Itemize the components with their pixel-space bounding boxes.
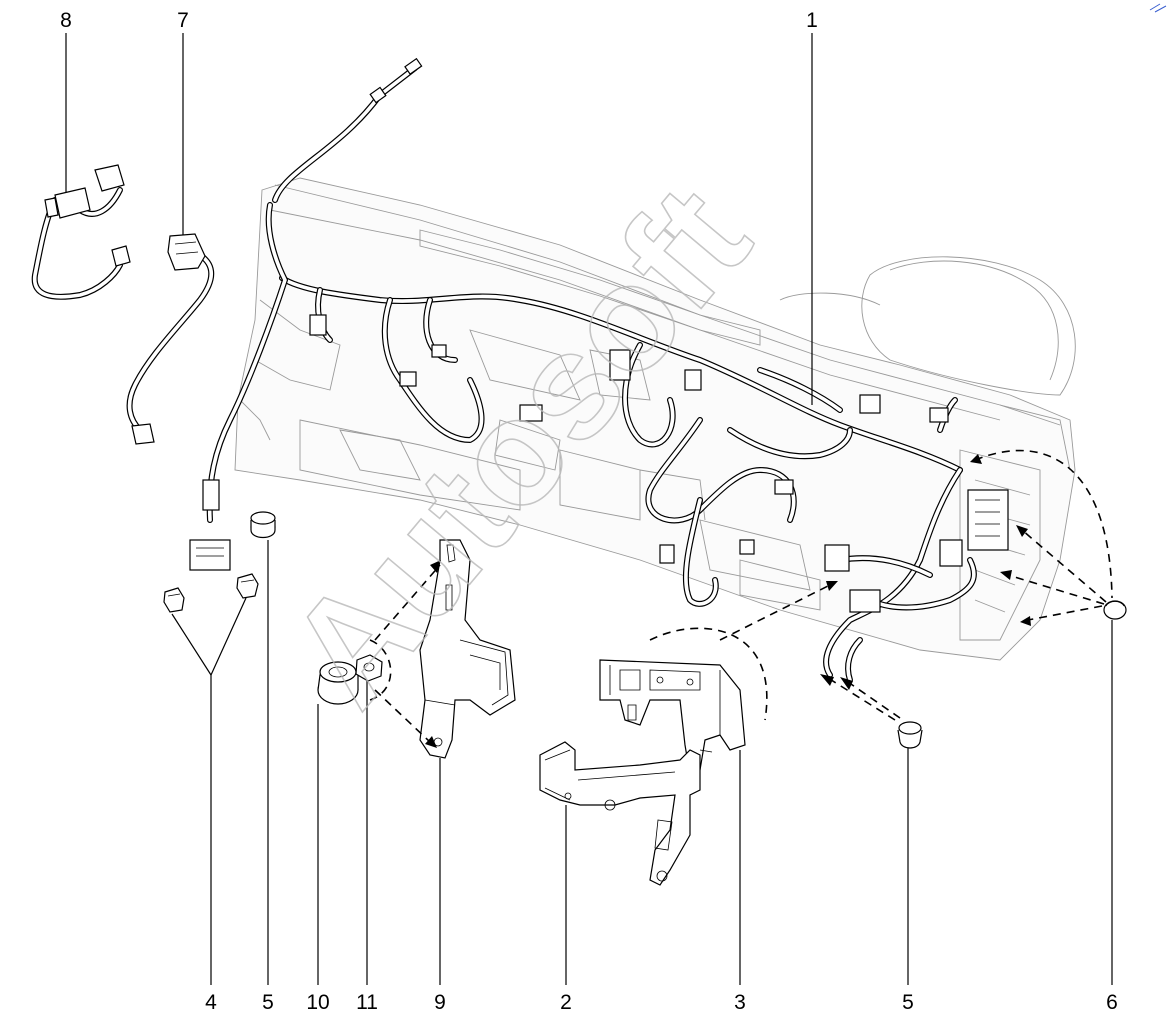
callout-9: 9: [434, 991, 446, 1014]
part-11-nut: [355, 654, 383, 682]
callout-5-right: 5: [902, 991, 914, 1014]
callout-2: 2: [560, 991, 572, 1014]
part-2-bracket: [539, 741, 701, 886]
part-5-left-bumper: [250, 511, 276, 539]
assembly-arrows: [369, 449, 1113, 748]
callout-10: 10: [306, 991, 329, 1014]
part-10-bushing: [317, 661, 359, 705]
callout-1: 1: [806, 9, 818, 32]
callout-11: 11: [356, 991, 378, 1014]
callout-5-left: 5: [262, 991, 274, 1014]
part-7-sub-harness: [126, 233, 215, 445]
part-8-sub-harness: [31, 164, 131, 300]
callout-labels: 1 2 3 4 5 5 6 7 8 9 10 11: [60, 9, 1118, 1014]
callout-7: 7: [177, 9, 189, 32]
part-3-bracket: [599, 659, 746, 776]
callout-3: 3: [734, 991, 746, 1014]
part-5-right-bumper: [897, 721, 923, 749]
corner-mark-icon: [1149, 3, 1167, 13]
callout-4: 4: [205, 991, 217, 1014]
leader-lines: [65, 33, 1113, 985]
main-wiring-harness: [189, 57, 1009, 683]
part-4-clips: [163, 573, 259, 613]
callout-6: 6: [1106, 991, 1118, 1014]
part-6-clip: [1103, 600, 1127, 620]
callout-8: 8: [60, 9, 72, 32]
